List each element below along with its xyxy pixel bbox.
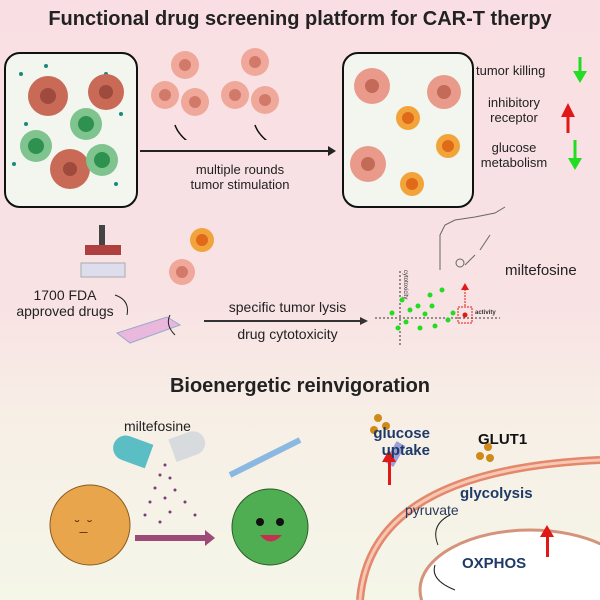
tumor-cell-clusters <box>151 48 279 140</box>
sword-icon <box>228 437 302 478</box>
axis-y-label: cytotoxicity <box>402 270 408 299</box>
arrow-up-icon <box>540 525 554 557</box>
outcome-tumor-killing: tumor killing <box>476 63 546 78</box>
stimulation-arrow <box>140 146 336 156</box>
top-title: Functional drug screening platform for C… <box>48 8 552 30</box>
ratio-denominator: drug cytotoxicity <box>237 326 338 342</box>
arrow-down-icon <box>568 140 582 170</box>
drug-label: miltefosine <box>124 418 191 434</box>
arrow-down-icon <box>573 57 587 83</box>
glut1-label: GLUT1 <box>478 431 528 448</box>
exhausted-cells-illustration <box>350 68 461 196</box>
stim-label-1: multiple rounds <box>195 162 285 177</box>
exhausted-t-cell: ˘_˘ <box>49 484 131 566</box>
compound-label: miltefosine <box>505 262 577 279</box>
well-plate <box>115 316 182 344</box>
drug-points <box>389 287 456 331</box>
transition-arrow <box>135 535 205 541</box>
reinvigoration-illustration: ˘_˘ <box>49 431 309 566</box>
screening-equipment <box>80 225 182 344</box>
reinvigorated-t-cell <box>228 437 309 566</box>
outcome-glucose-2: metabolism <box>480 155 548 170</box>
outcome-arrows <box>561 57 587 170</box>
arrow-up-icon <box>382 450 396 485</box>
glycolysis-label: glycolysis <box>460 485 533 502</box>
drugs-label-1: 1700 FDA <box>33 287 97 303</box>
outcome-glucose-1: glucose <box>491 140 537 155</box>
ratio-numerator: specific tumor lysis <box>228 299 347 315</box>
capsule-icon <box>113 431 206 469</box>
initial-coculture-panel <box>4 52 138 208</box>
glucose-uptake-1: glucose <box>373 425 430 442</box>
metabolism-diagram <box>356 414 600 600</box>
glucose-molecules <box>370 414 494 462</box>
oxphos-label: OXPHOS <box>462 555 527 572</box>
drug-particles <box>143 463 197 524</box>
stim-label-2: tumor stimulation <box>190 177 290 192</box>
arrow-up-icon <box>561 103 575 133</box>
pyruvate-label: pyruvate <box>405 502 459 518</box>
outcome-inhibitory-1: inhibitory <box>487 95 541 110</box>
outcome-inhibitory-2: receptor <box>490 110 538 125</box>
axis-x-label: activity <box>475 310 496 316</box>
svg-text:˘_˘: ˘_˘ <box>74 517 92 533</box>
hit-point <box>462 312 468 318</box>
glucose-uptake-2: uptake <box>381 442 430 459</box>
coculture-illustration <box>12 64 124 189</box>
mitochondrion <box>418 528 600 600</box>
miltefosine-structure <box>439 206 506 270</box>
drugs-label-2: approved drugs <box>16 303 114 319</box>
exhausted-coculture-panel <box>342 52 474 208</box>
bottom-title: Bioenergetic reinvigoration <box>169 375 431 397</box>
screening-scatter: cytotoxicity activity <box>375 270 500 345</box>
ratio-arrow <box>204 317 368 325</box>
car-t-tumor-pair <box>169 228 214 285</box>
hit-box <box>457 306 473 324</box>
